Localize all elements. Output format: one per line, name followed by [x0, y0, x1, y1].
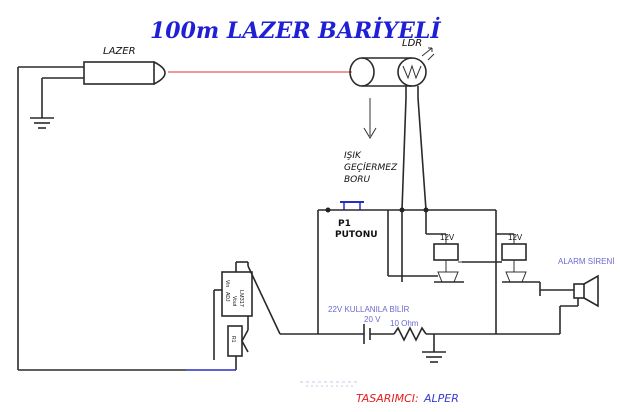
- siren-horn: [583, 274, 599, 308]
- siren-body: [573, 283, 585, 299]
- tube-label-line1: IŞIK: [344, 151, 362, 161]
- ldr-label: LDR: [402, 38, 422, 49]
- light-arrow-1: [421, 47, 433, 57]
- ground-symbol: [30, 117, 54, 129]
- tube-label-line2: GEÇİERMEZ: [344, 162, 398, 173]
- designer-label: TASARIMCI:: [356, 392, 419, 405]
- ldr-assembly: LDR IŞIK GEÇİERMEZ BORU: [344, 38, 435, 185]
- push-button-p1: P1 PUTONU: [335, 201, 378, 240]
- light-arrow-2: [427, 47, 435, 61]
- relay1-coil: [433, 243, 459, 261]
- relay-2: 12V: [462, 210, 541, 334]
- ldr-zigzag: [402, 64, 422, 80]
- regulator-adj: ADJ: [224, 292, 230, 302]
- p1-label: P1: [338, 219, 351, 229]
- relay1-voltage: 12V: [440, 233, 455, 242]
- regulator-vout: Vout: [231, 296, 237, 307]
- laser-tip: [153, 61, 166, 85]
- tube-front-opening: [349, 57, 375, 87]
- tube-pointer-arrow: [363, 127, 377, 139]
- tube-label-line3: BORU: [344, 175, 371, 185]
- p1-name: PUTONU: [335, 230, 378, 240]
- power-supply: 22V KULLANILA BİLİR 20 V 10 Ohm: [280, 305, 560, 363]
- regulator-vin: Vin: [224, 280, 230, 287]
- laser-body: [83, 61, 155, 85]
- pot-wiper: [241, 329, 249, 353]
- regulator-feed-diagonal: [247, 265, 281, 335]
- relay2-contact: [505, 271, 527, 283]
- regulator-body: [221, 271, 253, 317]
- diagram-title: 100m LAZER BARİYELİ: [150, 16, 441, 44]
- resistor: [393, 326, 427, 342]
- junction-dot: [325, 207, 331, 213]
- relay2-voltage: 12V: [508, 233, 523, 242]
- potentiometer-r1: R1: [227, 316, 249, 370]
- supply-voltage: 20 V: [364, 315, 381, 324]
- ldr-wire-right: [417, 97, 427, 211]
- lm317-regulator: LM317 Vin ADJ Vout: [213, 262, 253, 360]
- ldr-sensor: [397, 57, 427, 87]
- relay-1: 12V: [387, 210, 464, 283]
- laser-label: LAZER: [103, 46, 136, 57]
- resistor-label: 10 Ohm: [390, 319, 419, 328]
- relay1-contact: [437, 271, 459, 283]
- supply-note: 22V KULLANILA BİLİR: [328, 305, 410, 314]
- regulator-name: LM317: [238, 290, 244, 307]
- alarm-label: ALARM SİRENİ: [558, 257, 614, 266]
- alarm-siren: ALARM SİRENİ: [540, 257, 614, 334]
- ldr-wire-left: [401, 97, 407, 211]
- ground-symbol-2: [422, 351, 446, 363]
- pot-label: R1: [230, 336, 236, 343]
- designer-name: ALPER: [423, 392, 459, 405]
- laser-module: LAZER: [18, 46, 166, 129]
- relay2-coil: [501, 243, 527, 261]
